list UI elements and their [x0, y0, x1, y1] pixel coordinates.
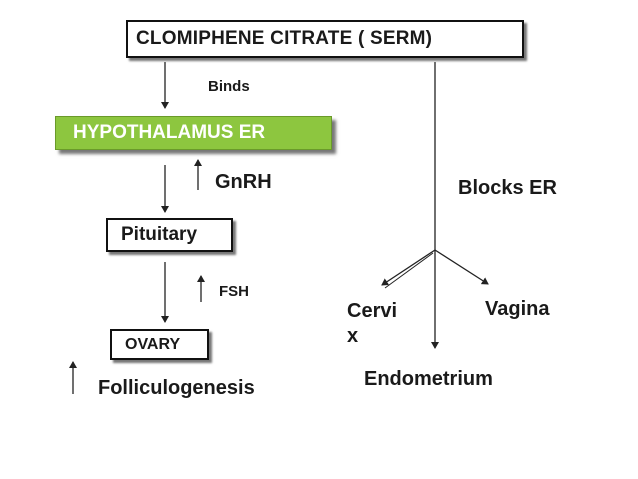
blocks-er-label: Blocks ER — [458, 177, 557, 199]
clomiphene-citrate-box: CLOMIPHENE CITRATE ( SERM) — [126, 20, 524, 58]
ovary-box: OVARY — [110, 329, 209, 360]
binds-label: Binds — [208, 78, 250, 95]
folliculogenesis-label: Folliculogenesis — [98, 377, 255, 399]
hypothalamus-er-label: HYPOTHALAMUS ER — [73, 122, 266, 143]
vagina-label: Vagina — [485, 298, 550, 320]
hypothalamus-er-box: HYPOTHALAMUS ER — [55, 116, 332, 150]
cervix-label-line2: x — [347, 325, 359, 347]
pituitary-box: Pituitary — [106, 218, 233, 252]
clomiphene-citrate-label: CLOMIPHENE CITRATE ( SERM) — [136, 28, 433, 49]
pituitary-label: Pituitary — [121, 224, 198, 245]
gnrh-label: GnRH — [215, 171, 272, 193]
fsh-label: FSH — [219, 283, 249, 300]
cervix-label-line1: Cervi — [347, 300, 398, 322]
ovary-label: OVARY — [125, 335, 181, 353]
arrow-to-vagina — [434, 249, 489, 285]
cervix-label: Cervi x — [347, 299, 397, 349]
arrow-to-cervix-double — [384, 252, 434, 289]
arrow-to-cervix — [381, 249, 436, 286]
endometrium-label: Endometrium — [364, 368, 493, 390]
